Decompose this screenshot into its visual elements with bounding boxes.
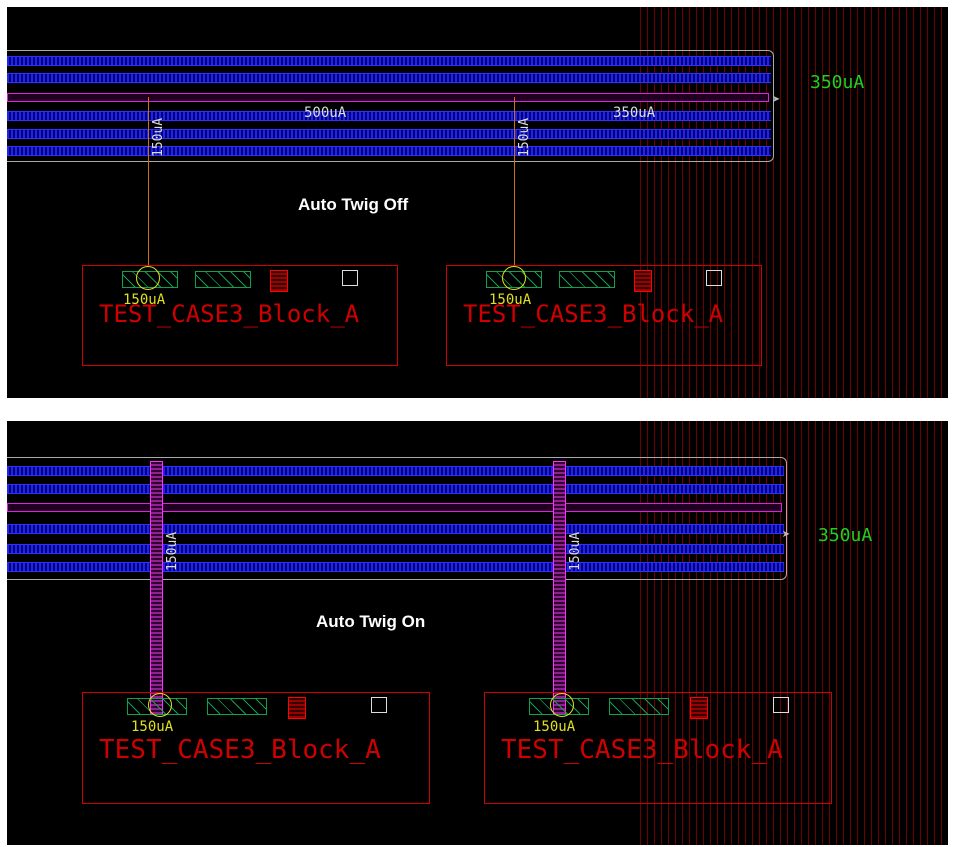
- block-instance[interactable]: 150uA TEST_CASE3_Block_A: [82, 265, 398, 366]
- block-name: TEST_CASE3_Block_A: [99, 735, 381, 765]
- stripe: [7, 73, 771, 83]
- stripe: [7, 562, 784, 572]
- stripe: [7, 466, 784, 476]
- block-instance[interactable]: 150uA TEST_CASE3_Block_A: [446, 265, 762, 366]
- current-readout: 350uA: [810, 72, 865, 93]
- pin-marker-icon: [502, 266, 526, 290]
- panel-title: Auto Twig On: [316, 612, 426, 631]
- via: [270, 270, 288, 292]
- stripe: [7, 129, 771, 139]
- via: [634, 270, 652, 292]
- block-instance[interactable]: 150uA TEST_CASE3_Block_A: [82, 692, 430, 804]
- twig-strap[interactable]: [150, 461, 163, 715]
- via: [690, 697, 708, 719]
- pin-marker-icon: [550, 693, 574, 717]
- panel-title: Auto Twig Off: [298, 195, 409, 214]
- red-grid: [640, 7, 948, 398]
- power-bus[interactable]: [7, 457, 787, 580]
- layout-panel-auto-twig-on: ➤ 150uA 150uA 350uA Auto Twig On 150uA T…: [7, 421, 948, 845]
- sq: [342, 270, 358, 286]
- pin: [207, 698, 267, 715]
- sq: [706, 270, 722, 286]
- bus-current-label: 350uA: [613, 105, 656, 121]
- block-name: TEST_CASE3_Block_A: [99, 300, 360, 328]
- stripe: [7, 544, 784, 554]
- block-name: TEST_CASE3_Block_A: [501, 735, 783, 765]
- tap-current-label: 150uA: [151, 117, 166, 157]
- stripe: [7, 56, 771, 66]
- pin: [195, 271, 251, 288]
- stripe: [7, 111, 771, 121]
- twig-wire[interactable]: [148, 97, 149, 267]
- tap-current-label: 150uA: [165, 531, 180, 571]
- stripe: [7, 524, 784, 534]
- via: [288, 697, 306, 719]
- tap-current-label: 150uA: [568, 531, 583, 571]
- pin-marker-icon: [136, 266, 160, 290]
- pin: [609, 698, 669, 715]
- bus-current-label: 500uA: [304, 105, 347, 121]
- cursor-icon: ➤: [772, 92, 781, 108]
- power-bus[interactable]: [7, 50, 774, 162]
- pin-marker-icon: [148, 693, 172, 717]
- stripe: [7, 146, 771, 156]
- tap-current-label: 150uA: [517, 117, 532, 157]
- layout-panel-auto-twig-off: ➤ 150uA 150uA 500uA 350uA 350uA Auto Twi…: [7, 7, 948, 398]
- magenta-rail: [7, 93, 769, 102]
- magenta-rail: [7, 503, 782, 512]
- cursor-icon: ➤: [782, 527, 791, 543]
- twig-wire[interactable]: [514, 97, 515, 267]
- stripe: [7, 484, 784, 494]
- current-readout: 350uA: [818, 525, 873, 546]
- twig-strap[interactable]: [553, 461, 566, 715]
- block-name: TEST_CASE3_Block_A: [463, 300, 724, 328]
- pin: [559, 271, 615, 288]
- sq: [773, 697, 789, 713]
- sq: [371, 697, 387, 713]
- block-instance[interactable]: 150uA TEST_CASE3_Block_A: [484, 692, 832, 804]
